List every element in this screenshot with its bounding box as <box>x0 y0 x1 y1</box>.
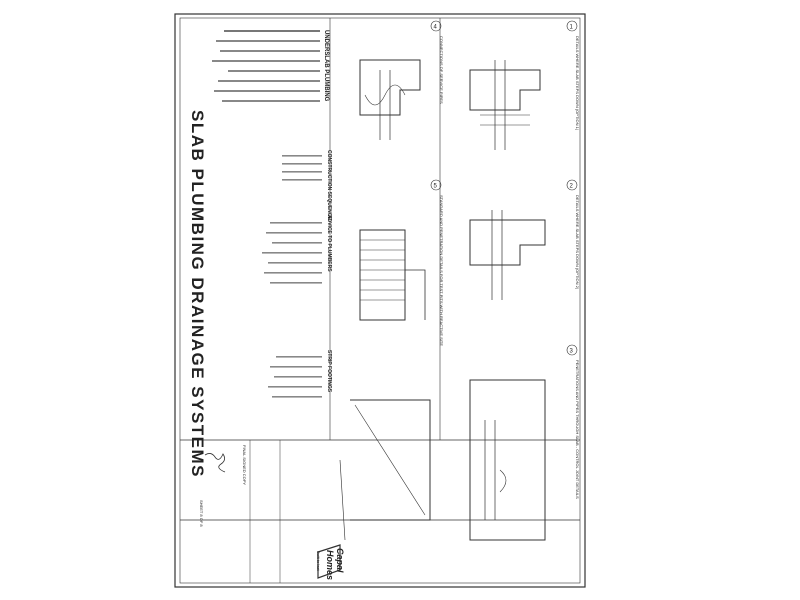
svg-text:5: 5 <box>434 184 438 190</box>
svg-text:2: 2 <box>570 184 574 190</box>
detail-2: 2 DETAILS WHERE SLAB STEPS DOWN (OPTION … <box>469 179 580 300</box>
notes-block: UNDERSLAB PLUMBING <box>212 30 329 102</box>
svg-text:UNDERSLAB PLUMBING: UNDERSLAB PLUMBING <box>323 30 329 102</box>
svg-text:1: 1 <box>570 25 574 31</box>
strip-footing-detail <box>339 399 431 541</box>
svg-text:STRIP FOOTINGS: STRIP FOOTINGS <box>326 350 332 393</box>
drawing-border <box>174 13 586 588</box>
svg-text:DETAILS WHERE SLAB STEPS DOWN: DETAILS WHERE SLAB STEPS DOWN (OPTION 1) <box>575 36 580 131</box>
detail-4: 4 CONNECTIONS OF SERVICE PIPES <box>359 20 444 140</box>
drawing-inner-border <box>179 17 581 584</box>
signature <box>204 453 226 473</box>
svg-text:Built to last: Built to last <box>316 551 321 571</box>
svg-text:ADVICE TO PLUMBERS: ADVICE TO PLUMBERS <box>326 215 332 272</box>
advice-block: ADVICE TO PLUMBERS <box>262 215 332 284</box>
svg-text:FINAL SIGNED COPY: FINAL SIGNED COPY <box>242 445 247 485</box>
svg-text:Homes: Homes <box>325 550 335 580</box>
company-logo: Capal Homes Built to last <box>316 544 345 580</box>
detail-5: 5 STANDARD AND PENETRATION DETAILS FOR T… <box>359 179 444 346</box>
svg-text:STANDARD AND PENETRATION DETAI: STANDARD AND PENETRATION DETAILS FOR TES… <box>439 195 444 346</box>
strip-footings: STRIP FOOTINGS <box>268 350 332 398</box>
svg-text:PENETRATIONS AND PIPES THROUGH: PENETRATIONS AND PIPES THROUGH SLAB - CO… <box>575 360 580 499</box>
title-block: FINAL SIGNED COPY SHEET 8 OF 8 Capal Hom… <box>199 445 345 580</box>
svg-text:CONNECTIONS OF SERVICE PIPES: CONNECTIONS OF SERVICE PIPES <box>439 36 444 104</box>
detail-3: 3 PENETRATIONS AND PIPES THROUGH SLAB - … <box>469 344 580 541</box>
svg-text:SHEET 8 OF 8: SHEET 8 OF 8 <box>199 500 204 527</box>
detail-1: 1 DETAILS WHERE SLAB STEPS DOWN (OPTION … <box>469 20 580 150</box>
svg-text:Capal: Capal <box>335 548 345 573</box>
svg-text:4: 4 <box>434 25 438 31</box>
construction-sequence: CONSTRUCTION SEQUENCE <box>282 150 332 220</box>
drawing-title: SLAB PLUMBING DRAINAGE SYSTEMS <box>188 110 207 478</box>
svg-text:DETAILS WHERE SLAB STEPS DOWN: DETAILS WHERE SLAB STEPS DOWN (OPTION 2) <box>575 195 580 290</box>
svg-text:3: 3 <box>570 349 574 355</box>
svg-text:CONSTRUCTION SEQUENCE: CONSTRUCTION SEQUENCE <box>326 150 332 220</box>
